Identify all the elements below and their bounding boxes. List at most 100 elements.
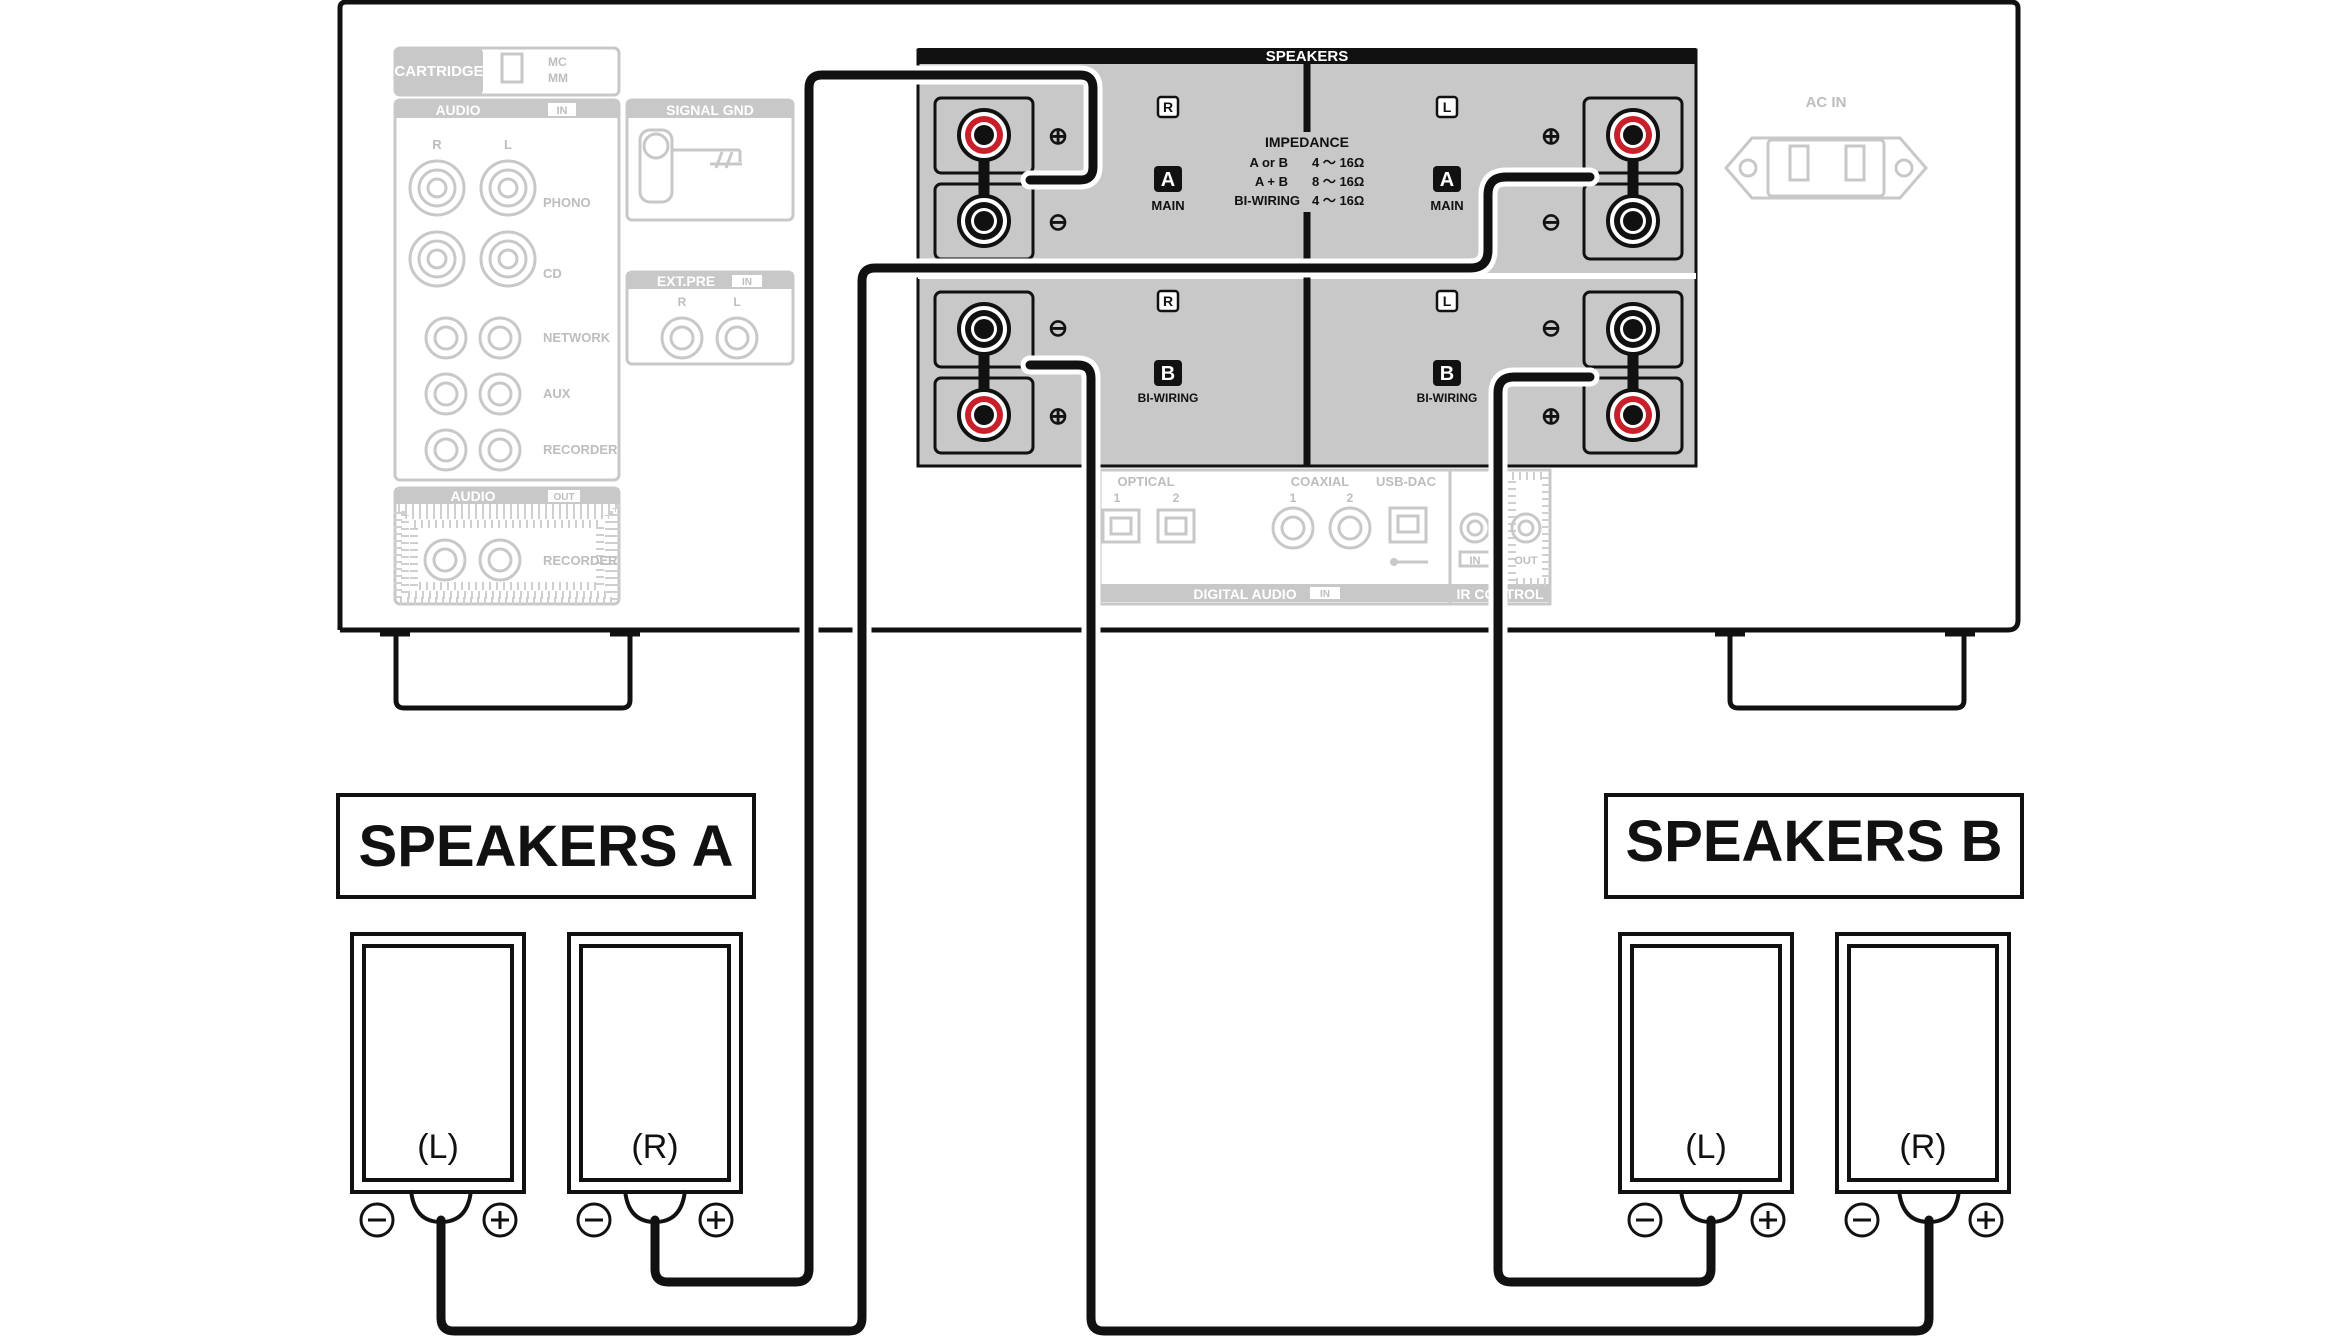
ir-control-jacks — [1459, 512, 1542, 544]
terminal-b-left-positive — [1606, 388, 1660, 442]
speaker-b-left: (L) — [1618, 932, 1794, 1238]
ext-pre-jacks — [660, 316, 759, 360]
audio-out-tag: OUT — [553, 492, 574, 503]
b-right-biwiring-label: BI-WIRING — [1138, 391, 1199, 405]
terminal-b-right-positive — [957, 388, 1011, 442]
speaker-b-left-label: (L) — [1685, 1128, 1727, 1166]
b-left-biwiring-label: BI-WIRING — [1417, 391, 1478, 405]
audio-out-label: AUDIO — [450, 488, 495, 504]
b-left-minus-symbol: ⊖ — [1541, 315, 1561, 342]
b-left-badge: B — [1440, 363, 1454, 385]
input-cd-label: CD — [543, 266, 562, 281]
impedance-mode-2: A + B — [1255, 174, 1288, 189]
b-right-badge: B — [1161, 363, 1175, 385]
audio-in-tag: IN — [557, 105, 568, 117]
speakers-b-title-box: SPEAKERS B — [1604, 793, 2024, 899]
speakers-a-title-box: SPEAKERS A — [336, 793, 756, 899]
ground-terminal-icon — [638, 128, 742, 204]
input-network-label: NETWORK — [543, 330, 611, 345]
b-left-plus-symbol: ⊕ — [1541, 403, 1561, 430]
usb-dac-label: USB-DAC — [1376, 474, 1437, 489]
audio-in-r-label: R — [432, 137, 442, 152]
speakers-b-title: SPEAKERS B — [1625, 809, 2002, 874]
cartridge-mc-label: MC — [548, 55, 567, 69]
coaxial-jacks — [1271, 506, 1372, 550]
optical-label: OPTICAL — [1117, 474, 1174, 489]
cd-jacks — [408, 230, 537, 288]
speakers-panel-label: SPEAKERS — [1266, 48, 1349, 65]
a-right-plus-symbol: ⊕ — [1048, 123, 1068, 150]
cartridge-label: CARTRIDGE — [394, 63, 483, 80]
b-right-label: R — [1163, 293, 1173, 309]
input-phono-label: PHONO — [543, 195, 591, 210]
usb-icon — [1388, 506, 1428, 566]
signal-gnd-label: SIGNAL GND — [666, 102, 754, 118]
aux-jacks — [424, 372, 522, 416]
coaxial-label: COAXIAL — [1291, 474, 1350, 489]
speaker-a-left-label: (L) — [417, 1128, 459, 1166]
input-recorder-label: RECORDER — [543, 442, 618, 457]
coaxial-1-label: 1 — [1290, 491, 1297, 505]
a-right-badge: A — [1161, 169, 1175, 191]
terminal-b-right-negative — [957, 302, 1011, 356]
speaker-a-left: (L) — [350, 932, 526, 1238]
left-foot — [393, 634, 633, 711]
impedance-range-3: 4 〜 16Ω — [1312, 193, 1364, 208]
speaker-b-right: (R) — [1835, 932, 2011, 1238]
a-left-main-label: MAIN — [1430, 198, 1463, 213]
a-right-label: R — [1163, 99, 1173, 115]
recorder-out-jacks — [423, 538, 522, 582]
impedance-mode-3: BI-WIRING — [1234, 193, 1300, 208]
ir-out-tag: OUT — [1514, 555, 1538, 567]
a-left-minus-symbol: ⊖ — [1541, 209, 1561, 236]
coaxial-2-label: 2 — [1347, 491, 1354, 505]
recorder-in-jacks — [424, 428, 522, 472]
digital-in-tag: IN — [1320, 589, 1330, 600]
speaker-a-right: (R) — [567, 932, 743, 1238]
a-right-minus-symbol: ⊖ — [1048, 209, 1068, 236]
b-right-plus-symbol: ⊕ — [1048, 403, 1068, 430]
impedance-range-2: 8 〜 16Ω — [1312, 174, 1364, 189]
optical-1-label: 1 — [1114, 491, 1121, 505]
impedance-range-1: 4 〜 16Ω — [1312, 155, 1364, 170]
a-right-main-label: MAIN — [1151, 198, 1184, 213]
a-left-label: L — [1443, 99, 1452, 115]
optical-ports — [1101, 508, 1196, 544]
ext-pre-label: EXT.PRE — [657, 273, 715, 289]
ext-pre-in-tag: IN — [742, 277, 752, 288]
input-aux-label: AUX — [543, 386, 571, 401]
speakers-a-title: SPEAKERS A — [359, 814, 734, 879]
output-recorder-label: RECORDER — [543, 553, 618, 568]
network-jacks — [424, 316, 522, 360]
audio-in-label: AUDIO — [435, 102, 480, 118]
terminal-b-left-negative — [1606, 302, 1660, 356]
right-foot — [1727, 634, 1967, 711]
speaker-terminals — [957, 108, 1660, 442]
impedance-title: IMPEDANCE — [1265, 134, 1349, 150]
b-left-label: L — [1443, 293, 1452, 309]
ac-inlet-icon — [1724, 136, 1928, 200]
ext-pre-l-label: L — [733, 295, 740, 309]
impedance-table: IMPEDANCE A or B 4 〜 16Ω A + B 8 〜 16Ω B… — [1234, 134, 1364, 208]
terminal-a-left-positive — [1606, 108, 1660, 162]
impedance-mode-1: A or B — [1249, 155, 1288, 170]
ext-pre-r-label: R — [678, 295, 687, 309]
audio-in-l-label: L — [504, 137, 512, 152]
cartridge-mm-label: MM — [548, 71, 568, 85]
terminal-a-left-negative — [1606, 194, 1660, 248]
phono-jacks — [408, 159, 537, 217]
speaker-terminal-panel: SPEAKERS R L R L A MAIN A MAIN B BI-WIRI… — [916, 48, 1698, 468]
ir-in-tag: IN — [1470, 555, 1481, 567]
b-right-minus-symbol: ⊖ — [1048, 315, 1068, 342]
speaker-a-right-label: (R) — [631, 1128, 678, 1166]
a-left-badge: A — [1440, 169, 1454, 191]
speaker-b-right-label: (R) — [1899, 1128, 1946, 1166]
speaker-cables — [431, 65, 1939, 1341]
optical-2-label: 2 — [1173, 491, 1180, 505]
a-left-plus-symbol: ⊕ — [1541, 123, 1561, 150]
terminal-a-right-positive — [957, 108, 1011, 162]
digital-audio-label: DIGITAL AUDIO — [1193, 586, 1296, 602]
ac-in-label: AC IN — [1806, 94, 1847, 111]
terminal-a-right-negative — [957, 194, 1011, 248]
